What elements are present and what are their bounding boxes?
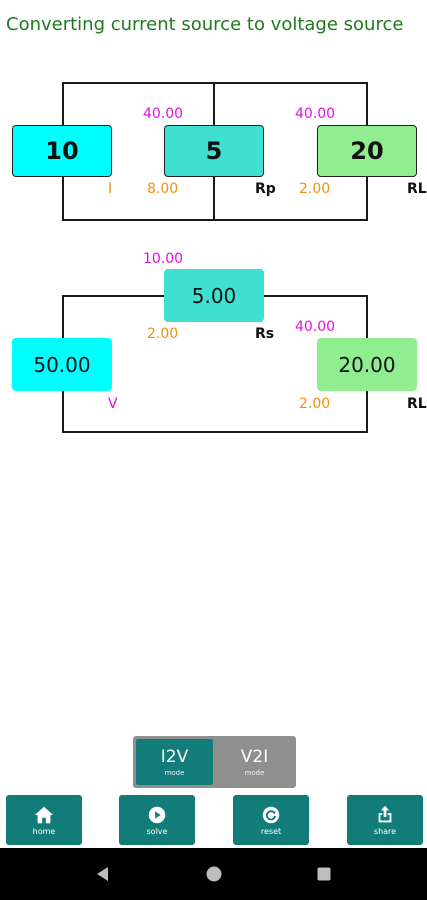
voltage-symbol-label: V — [108, 396, 118, 412]
home-button[interactable]: home — [6, 795, 82, 845]
rs-input[interactable]: 5.00 — [164, 269, 264, 322]
rl-input[interactable]: 20 — [317, 125, 417, 177]
rl2-name-label: RL — [407, 396, 427, 412]
share-button[interactable]: share — [347, 795, 423, 845]
rl2-current-label: 2.00 — [299, 396, 331, 412]
mode-toggle: I2V mode V2I mode — [133, 736, 296, 788]
rp-current-label: 8.00 — [147, 181, 179, 197]
rp-name-label: Rp — [255, 181, 276, 197]
system-nav-bar — [0, 848, 427, 900]
v2i-mode-button[interactable]: V2I mode — [216, 739, 293, 785]
v2i-mode-label: V2I — [240, 747, 269, 767]
rs-power-label: 10.00 — [143, 251, 184, 267]
current-source-input[interactable]: 10 — [12, 125, 112, 177]
reset-button[interactable]: reset — [233, 795, 309, 845]
rs-name-label: Rs — [255, 326, 275, 342]
share-icon — [378, 805, 392, 823]
rl-power-label: 40.00 — [295, 106, 336, 122]
rp-input[interactable]: 5 — [164, 125, 264, 177]
solve-label: solve — [146, 827, 168, 836]
source-symbol-label: I — [108, 181, 113, 197]
v2i-mode-sub: mode — [244, 769, 265, 777]
home-icon — [34, 806, 54, 824]
back-icon[interactable] — [94, 865, 112, 883]
reset-label: reset — [260, 827, 282, 836]
solve-button[interactable]: solve — [119, 795, 195, 845]
share-label: share — [373, 827, 397, 836]
i2v-mode-label: I2V — [160, 747, 189, 767]
rl2-input[interactable]: 20.00 — [317, 338, 417, 391]
rl-current-label: 2.00 — [299, 181, 331, 197]
play-icon — [148, 806, 166, 824]
page-title: Converting current source to voltage sou… — [6, 14, 404, 35]
home-label: home — [32, 827, 56, 836]
i2v-mode-sub: mode — [164, 769, 185, 777]
recents-icon[interactable] — [315, 865, 333, 883]
wire — [62, 219, 368, 221]
wire — [62, 82, 368, 84]
voltage-source-input[interactable]: 50.00 — [12, 338, 112, 391]
wire — [62, 431, 368, 433]
i2v-mode-button[interactable]: I2V mode — [136, 739, 213, 785]
rl2-power-label: 40.00 — [295, 319, 336, 335]
home-circle-icon[interactable] — [205, 865, 223, 883]
rp-power-label: 40.00 — [143, 106, 184, 122]
reset-icon — [262, 806, 280, 824]
rl-name-label: RL — [407, 181, 427, 197]
rs-current-label: 2.00 — [147, 326, 179, 342]
